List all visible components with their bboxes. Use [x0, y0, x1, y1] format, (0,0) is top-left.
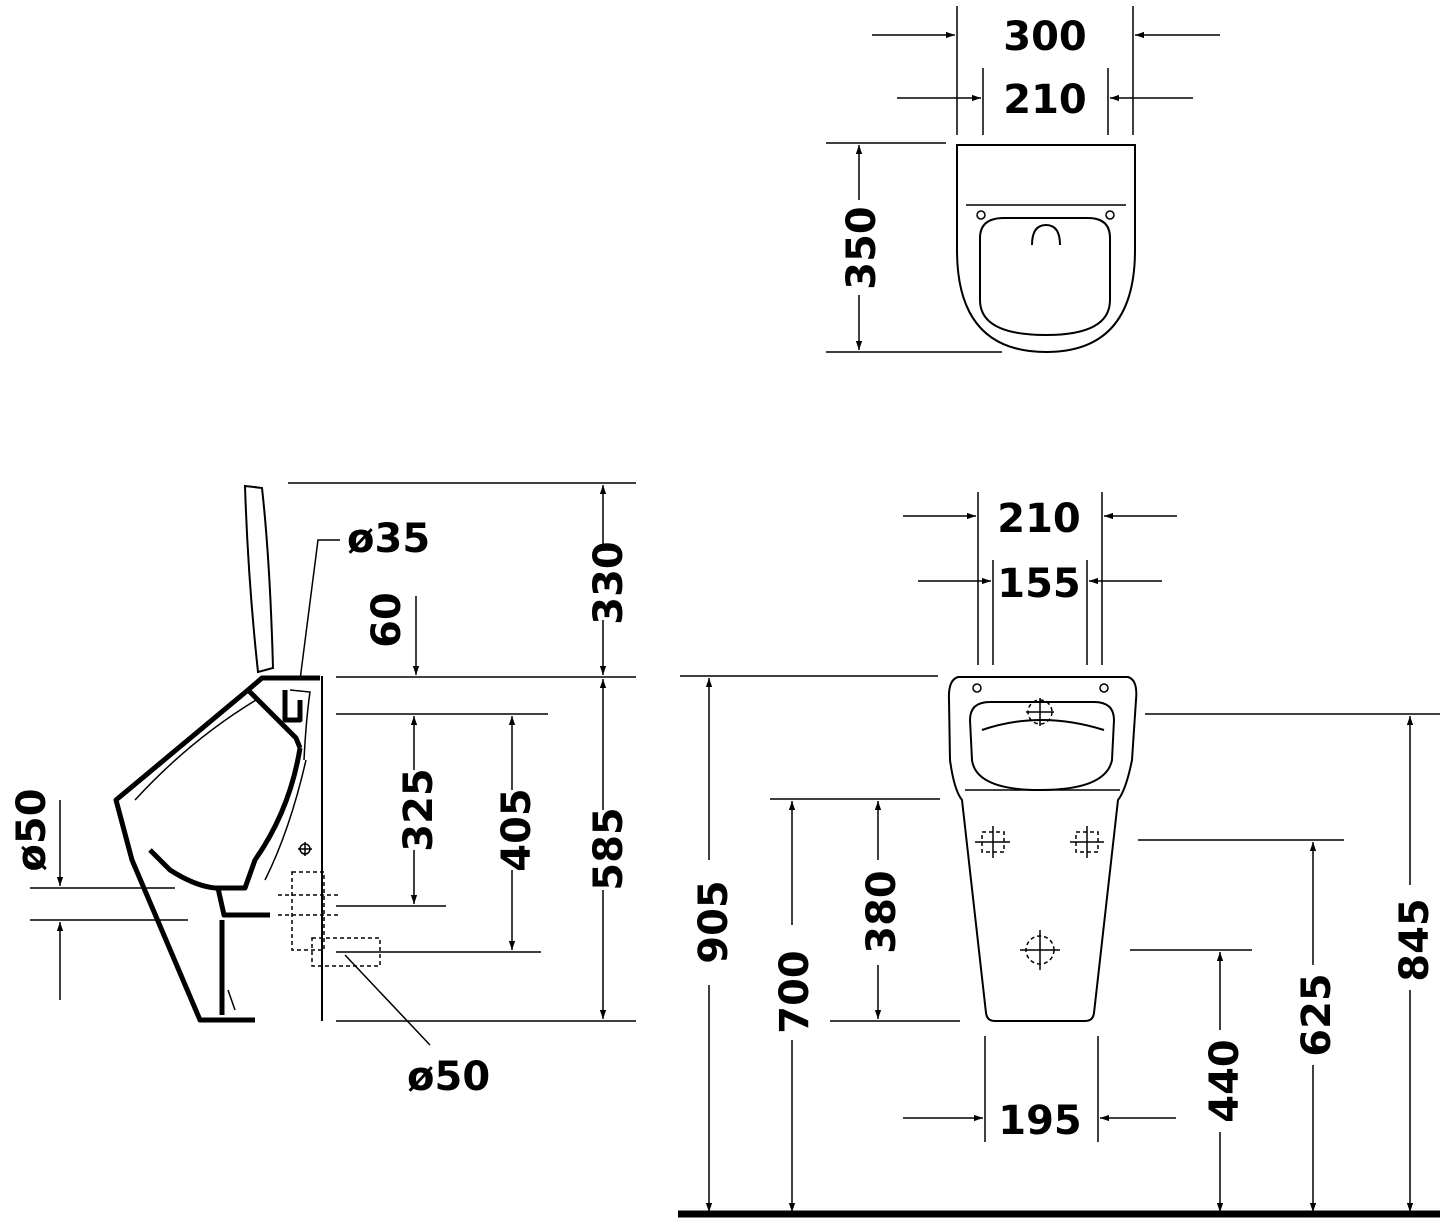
side-view-body-section: [113, 675, 320, 1023]
dim-top-overall-width: 300: [1003, 14, 1087, 60]
dim-side-325: 325: [396, 768, 442, 852]
dim-front-fixing-height: 625: [1294, 973, 1340, 1057]
top-view-fixing-right: [1105, 210, 1115, 220]
front-view: 210 155 380 905 700 195 440 625 845: [678, 492, 1440, 1218]
front-view-bowl: [968, 701, 1116, 792]
side-view: ø35 330 60 325 405 585 ø50 ø50: [9, 482, 636, 1100]
top-view-outline: [956, 144, 1136, 354]
dim-side-inlet-offset: 60: [364, 592, 410, 648]
dim-side-outlet-diameter-bottom: ø50: [407, 1054, 490, 1100]
top-view-inlet: [1031, 223, 1061, 246]
top-view-bowl: [979, 217, 1111, 337]
dim-front-hole-spacing: 155: [997, 561, 1081, 607]
dim-front-outlet-height: 440: [1202, 1039, 1248, 1123]
front-view-outline: [947, 676, 1138, 1022]
dim-side-body-height: 585: [586, 807, 632, 891]
dim-side-405: 405: [494, 788, 540, 872]
side-view-outlet-pipe: [291, 871, 325, 951]
dim-front-380: 380: [859, 870, 905, 954]
top-view: 300 210 350: [826, 6, 1220, 354]
dim-side-pipe-diameter: ø35: [347, 516, 430, 562]
dim-top-depth: 350: [839, 206, 885, 290]
dim-front-total-height: 905: [691, 880, 737, 964]
dim-front-rim-height: 845: [1392, 898, 1438, 982]
dim-front-top-width: 210: [997, 496, 1081, 542]
side-view-lid: [243, 484, 275, 674]
dim-front-bottom-width: 195: [998, 1098, 1082, 1144]
dim-side-outlet-diameter-left: ø50: [9, 788, 55, 871]
dim-side-top-height: 330: [586, 541, 632, 625]
top-view-fixing-left: [976, 210, 986, 220]
dim-front-bottom-edge-height: 700: [772, 950, 818, 1034]
dim-top-inner-width: 210: [1003, 77, 1087, 123]
